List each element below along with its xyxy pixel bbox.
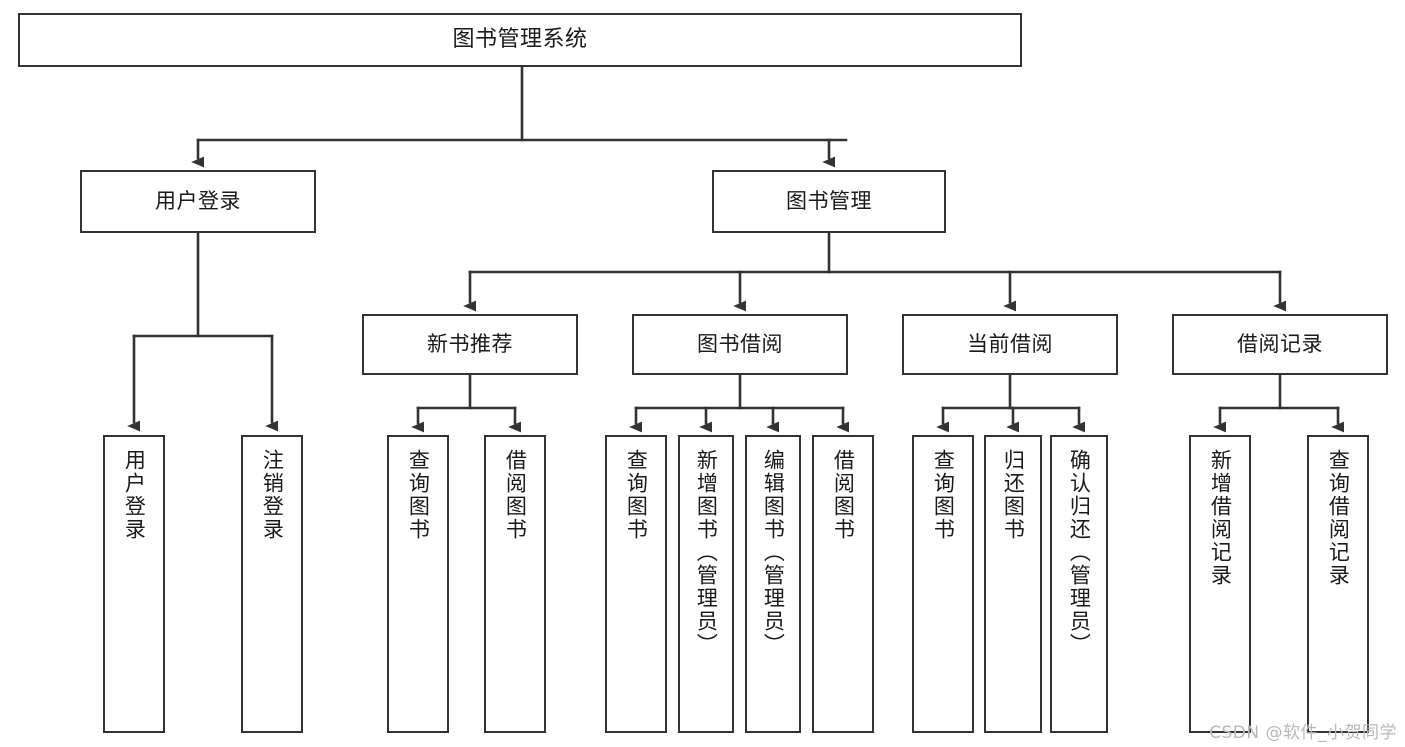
leaf-query-record[interactable]: 查询借阅记录	[1307, 435, 1369, 733]
leaf-confirm-return[interactable]: 确认归还（管理员）	[1050, 435, 1108, 733]
leaf-user-login[interactable]: 用户登录	[103, 435, 165, 733]
node-book-borrow-label: 图书借阅	[697, 331, 783, 356]
leaf-query-book-3[interactable]: 查询图书	[912, 435, 974, 733]
node-current-borrow[interactable]: 当前借阅	[902, 314, 1118, 375]
leaf-return-book-label: 归还图书	[1001, 449, 1026, 541]
node-new-book-rec-label: 新书推荐	[427, 331, 513, 356]
leaf-add-book[interactable]: 新增图书（管理员）	[678, 435, 734, 733]
node-current-borrow-label: 当前借阅	[967, 331, 1053, 356]
node-borrow-record-label: 借阅记录	[1237, 331, 1323, 356]
leaf-query-book-1-label: 查询图书	[406, 449, 431, 541]
node-borrow-record[interactable]: 借阅记录	[1172, 314, 1388, 375]
leaf-add-book-label: 新增图书（管理员）	[694, 449, 719, 656]
leaf-user-logout-label: 注销登录	[260, 449, 285, 541]
node-book-manage[interactable]: 图书管理	[712, 170, 946, 233]
csdn-watermark: CSDN @软件_小贺同学	[1209, 723, 1397, 743]
leaf-add-record-label: 新增借阅记录	[1208, 449, 1233, 587]
leaf-query-book-3-label: 查询图书	[931, 449, 956, 541]
leaf-add-record[interactable]: 新增借阅记录	[1189, 435, 1251, 733]
leaf-return-book[interactable]: 归还图书	[984, 435, 1042, 733]
leaf-borrow-book-2-label: 借阅图书	[831, 449, 856, 541]
node-user-login-label: 用户登录	[155, 188, 241, 213]
node-root[interactable]: 图书管理系统	[18, 13, 1022, 67]
leaf-user-logout[interactable]: 注销登录	[241, 435, 303, 733]
leaf-borrow-book-1[interactable]: 借阅图书	[484, 435, 546, 733]
leaf-query-record-label: 查询借阅记录	[1326, 449, 1351, 587]
node-root-label: 图书管理系统	[452, 26, 588, 52]
leaf-borrow-book-1-label: 借阅图书	[503, 449, 528, 541]
node-book-borrow[interactable]: 图书借阅	[632, 314, 848, 375]
node-user-login[interactable]: 用户登录	[80, 170, 316, 233]
leaf-query-book-2-label: 查询图书	[624, 449, 649, 541]
leaf-confirm-return-label: 确认归还（管理员）	[1067, 449, 1092, 656]
leaf-user-login-label: 用户登录	[122, 449, 147, 541]
leaf-query-book-1[interactable]: 查询图书	[387, 435, 449, 733]
node-book-manage-label: 图书管理	[786, 188, 872, 213]
leaf-borrow-book-2[interactable]: 借阅图书	[812, 435, 874, 733]
leaf-query-book-2[interactable]: 查询图书	[605, 435, 667, 733]
leaf-edit-book[interactable]: 编辑图书（管理员）	[745, 435, 801, 733]
leaf-edit-book-label: 编辑图书（管理员）	[761, 449, 786, 656]
node-new-book-rec[interactable]: 新书推荐	[362, 314, 578, 375]
